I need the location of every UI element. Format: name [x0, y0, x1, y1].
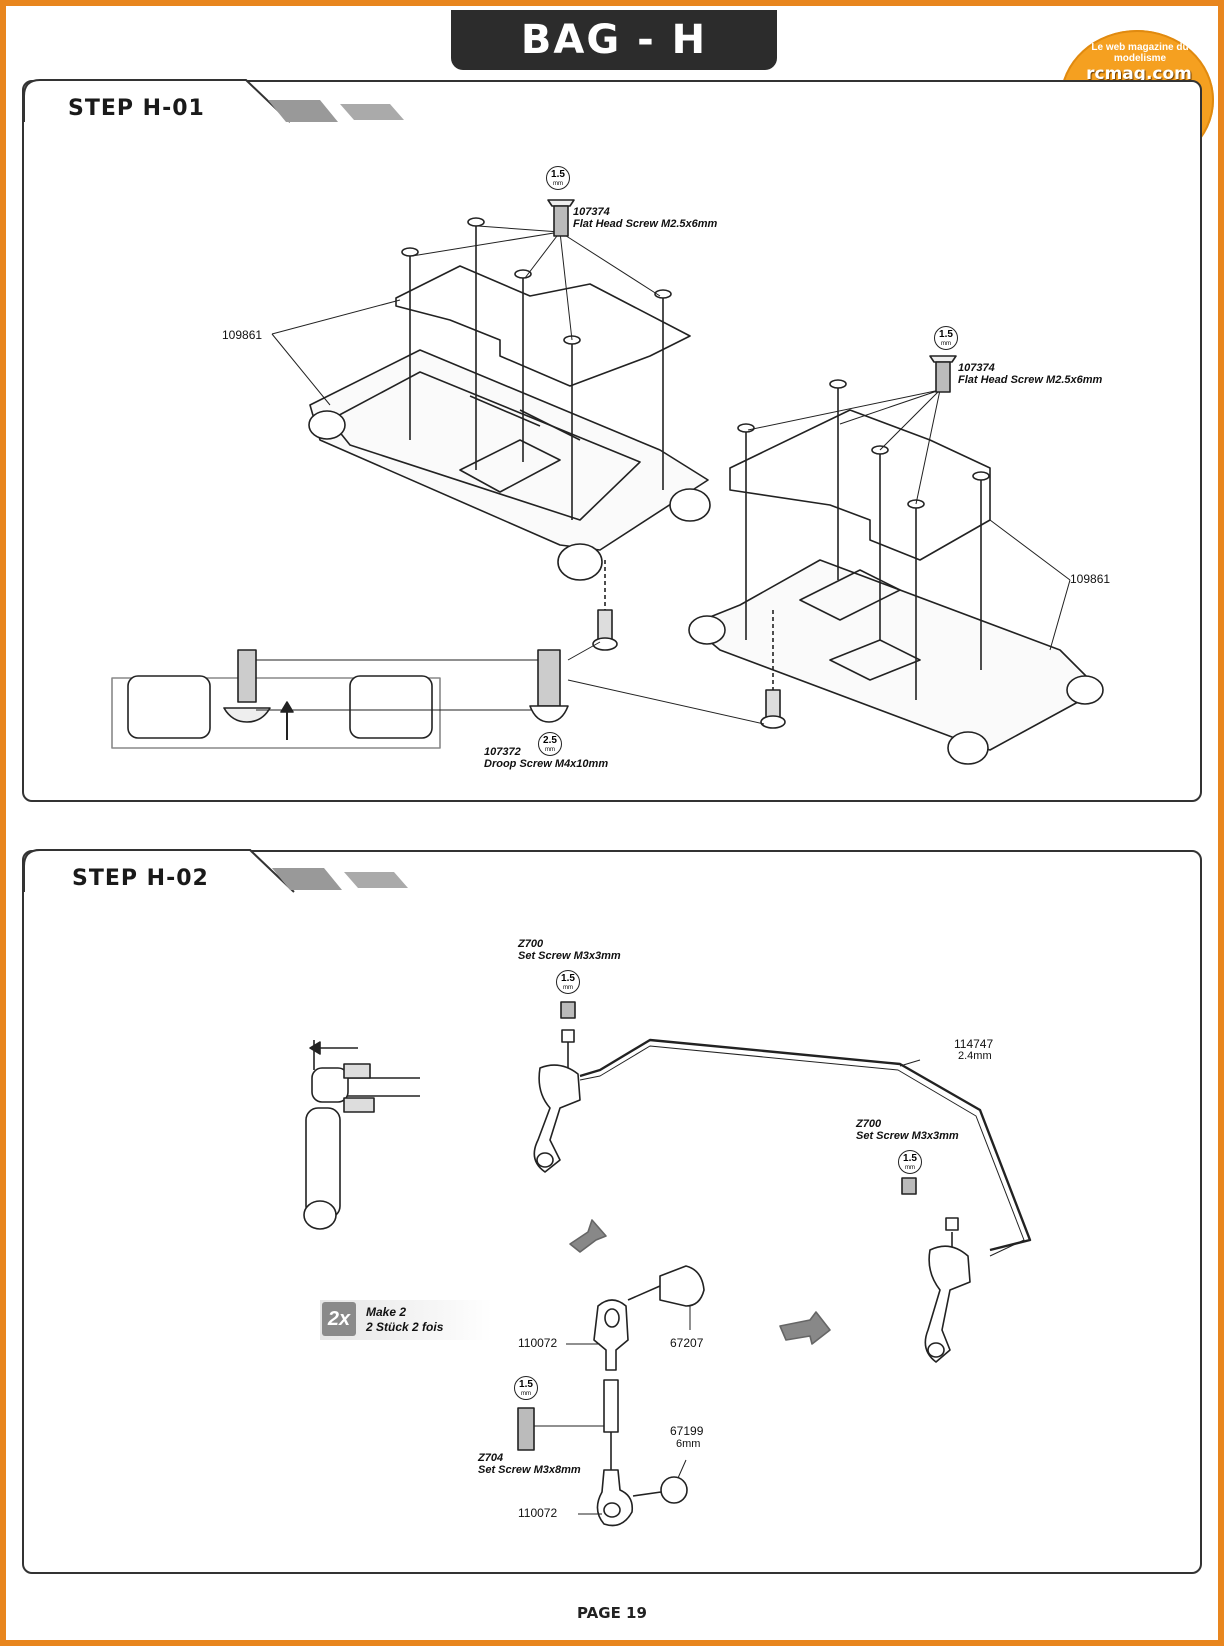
- setscrew-b-code: Z700: [856, 1118, 882, 1130]
- step-h02-title: STEP H-02: [72, 866, 209, 891]
- make-quantity-box: 2x Make 2 2 Stück 2 fois: [320, 1300, 492, 1340]
- rod-end-110072-upper: [593, 1299, 629, 1371]
- pivot-label: 67207: [670, 1336, 704, 1350]
- brace-plate-right: [729, 409, 991, 561]
- assembly-arrow-right: [779, 1311, 831, 1345]
- setscrew-z704: [517, 1407, 535, 1451]
- screw-107374-name: Flat Head Screw M2.5x6mm: [573, 218, 718, 230]
- rod-end-right: [924, 1245, 971, 1363]
- logo-tagline: Le web magazine du modelisme: [1091, 42, 1189, 64]
- label-109861-right: 109861: [1070, 572, 1111, 586]
- ball-67199: [660, 1476, 688, 1504]
- setscrew-a-name: Set Screw M3x3mm: [518, 950, 621, 962]
- pivot-67207: [659, 1265, 705, 1307]
- rod-end-110072-lower: [596, 1469, 634, 1527]
- screw-107374-code-right: 107374: [958, 362, 995, 374]
- plate-screws-right: [745, 385, 982, 700]
- wire-size: 2.4mm: [958, 1050, 992, 1062]
- wire-code: 114747: [954, 1037, 994, 1051]
- logo-site: rcmag.com: [1086, 64, 1192, 84]
- droop-screw-code: 107372: [484, 746, 521, 758]
- step-h02-panel: [22, 850, 1202, 1574]
- setscrew-c-code: Z704: [478, 1452, 504, 1464]
- make-line-1: Make 2: [366, 1305, 407, 1319]
- setscrew-b-name: Set Screw M3x3mm: [856, 1130, 959, 1142]
- screw-107374-code: 107374: [573, 206, 610, 218]
- plate-screws-left: [409, 225, 664, 520]
- rod-end-bottom-label: 110072: [518, 1506, 558, 1520]
- assembly-arrow-up: [569, 1219, 607, 1253]
- setscrew-z700-right: [901, 1177, 917, 1195]
- page-number: PAGE 19: [577, 1604, 647, 1622]
- make-line-2: 2 Stück 2 fois: [366, 1320, 444, 1334]
- rod-end-top-label: 110072: [518, 1336, 558, 1350]
- setscrew-a-code: Z700: [518, 938, 544, 950]
- step-h01-title: STEP H-01: [68, 96, 205, 121]
- ball-code: 67199: [670, 1424, 704, 1438]
- antiroll-bar: [579, 1038, 1032, 1252]
- label-109861-left: 109861: [222, 328, 263, 342]
- screw-107374-name-right: Flat Head Screw M2.5x6mm: [958, 374, 1103, 386]
- brace-plate-left: [395, 265, 691, 387]
- droop-screw-name: Droop Screw M4x10mm: [484, 758, 609, 770]
- setscrew-c-name: Set Screw M3x8mm: [478, 1464, 581, 1476]
- bag-title: BAG - H: [451, 10, 777, 70]
- rod-end-top: [533, 1064, 581, 1173]
- ball-size: 6mm: [676, 1438, 701, 1450]
- make-count-icon: 2x: [322, 1302, 356, 1336]
- setscrew-z700-top: [560, 1001, 576, 1019]
